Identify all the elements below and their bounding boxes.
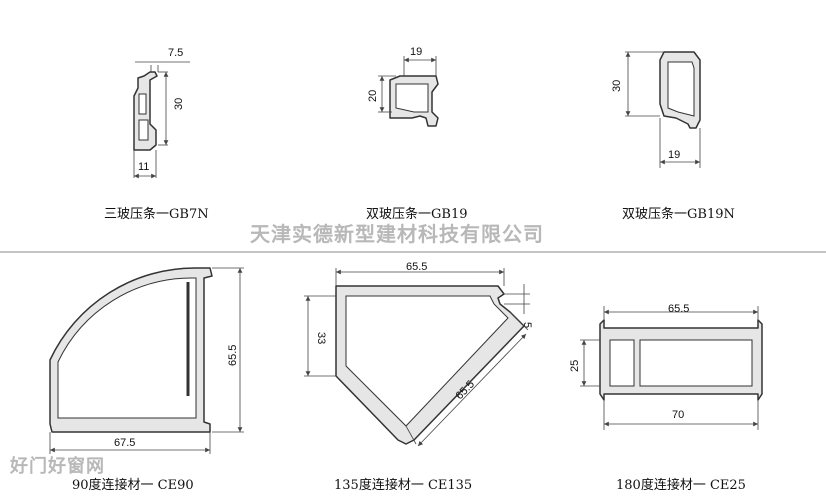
dim-label: 5 <box>521 322 533 328</box>
dim-label: 65.5 <box>406 261 427 273</box>
dim-label: 25 <box>569 360 581 372</box>
caption-gb19: 双玻压条一GB19 <box>366 207 468 222</box>
dim-label: 70 <box>672 409 684 421</box>
caption-ce90: 90度连接材一 CE90 <box>72 478 194 493</box>
profile-gb19-chamber <box>395 83 429 113</box>
caption-gb19n: 双玻压条一GB19N <box>622 207 735 222</box>
watermark-company: 天津实德新型建材科技有限公司 <box>250 222 544 246</box>
profile-ce90-inner <box>57 277 197 419</box>
caption-ce25: 180度连接材一 CE25 <box>616 478 746 493</box>
profile-ce25-chamber <box>609 339 635 387</box>
dim-label: 11 <box>138 161 149 173</box>
dim-line <box>417 333 527 447</box>
dim-label: 20 <box>367 90 379 102</box>
profile-gb7n: 7.5 30 11 <box>133 47 190 179</box>
profile-gb19: 19 20 <box>367 46 439 127</box>
dim-label: 33 <box>315 332 327 344</box>
dim-label: 30 <box>611 80 623 92</box>
profile-ce25: 65.5 25 70 <box>569 303 763 430</box>
watermark-site: 好门好窗网 <box>10 456 105 477</box>
profile-ce25-chamber-2 <box>639 339 753 387</box>
profile-ce90: 65.5 67.5 <box>49 267 244 454</box>
caption-ce135: 135度连接材一 CE135 <box>334 478 473 493</box>
dim-label: 30 <box>173 98 185 110</box>
profile-ce135: 65.5 33 5 65.5 <box>304 261 533 447</box>
dim-label: 65.5 <box>668 303 689 315</box>
dim-label: 19 <box>410 46 422 58</box>
dim-label: 19 <box>668 149 680 161</box>
dim-label: 65.5 <box>227 345 239 366</box>
caption-gb7n: 三玻压条一GB7N <box>104 207 209 222</box>
dim-label: 67.5 <box>114 437 135 449</box>
profile-gb7n-chamber-2 <box>138 119 149 141</box>
dim-label: 7.5 <box>168 47 183 59</box>
profile-gb7n-chamber <box>138 93 147 115</box>
profile-gb19n-chamber <box>667 61 695 117</box>
profile-gb19n: 30 19 <box>611 51 701 168</box>
